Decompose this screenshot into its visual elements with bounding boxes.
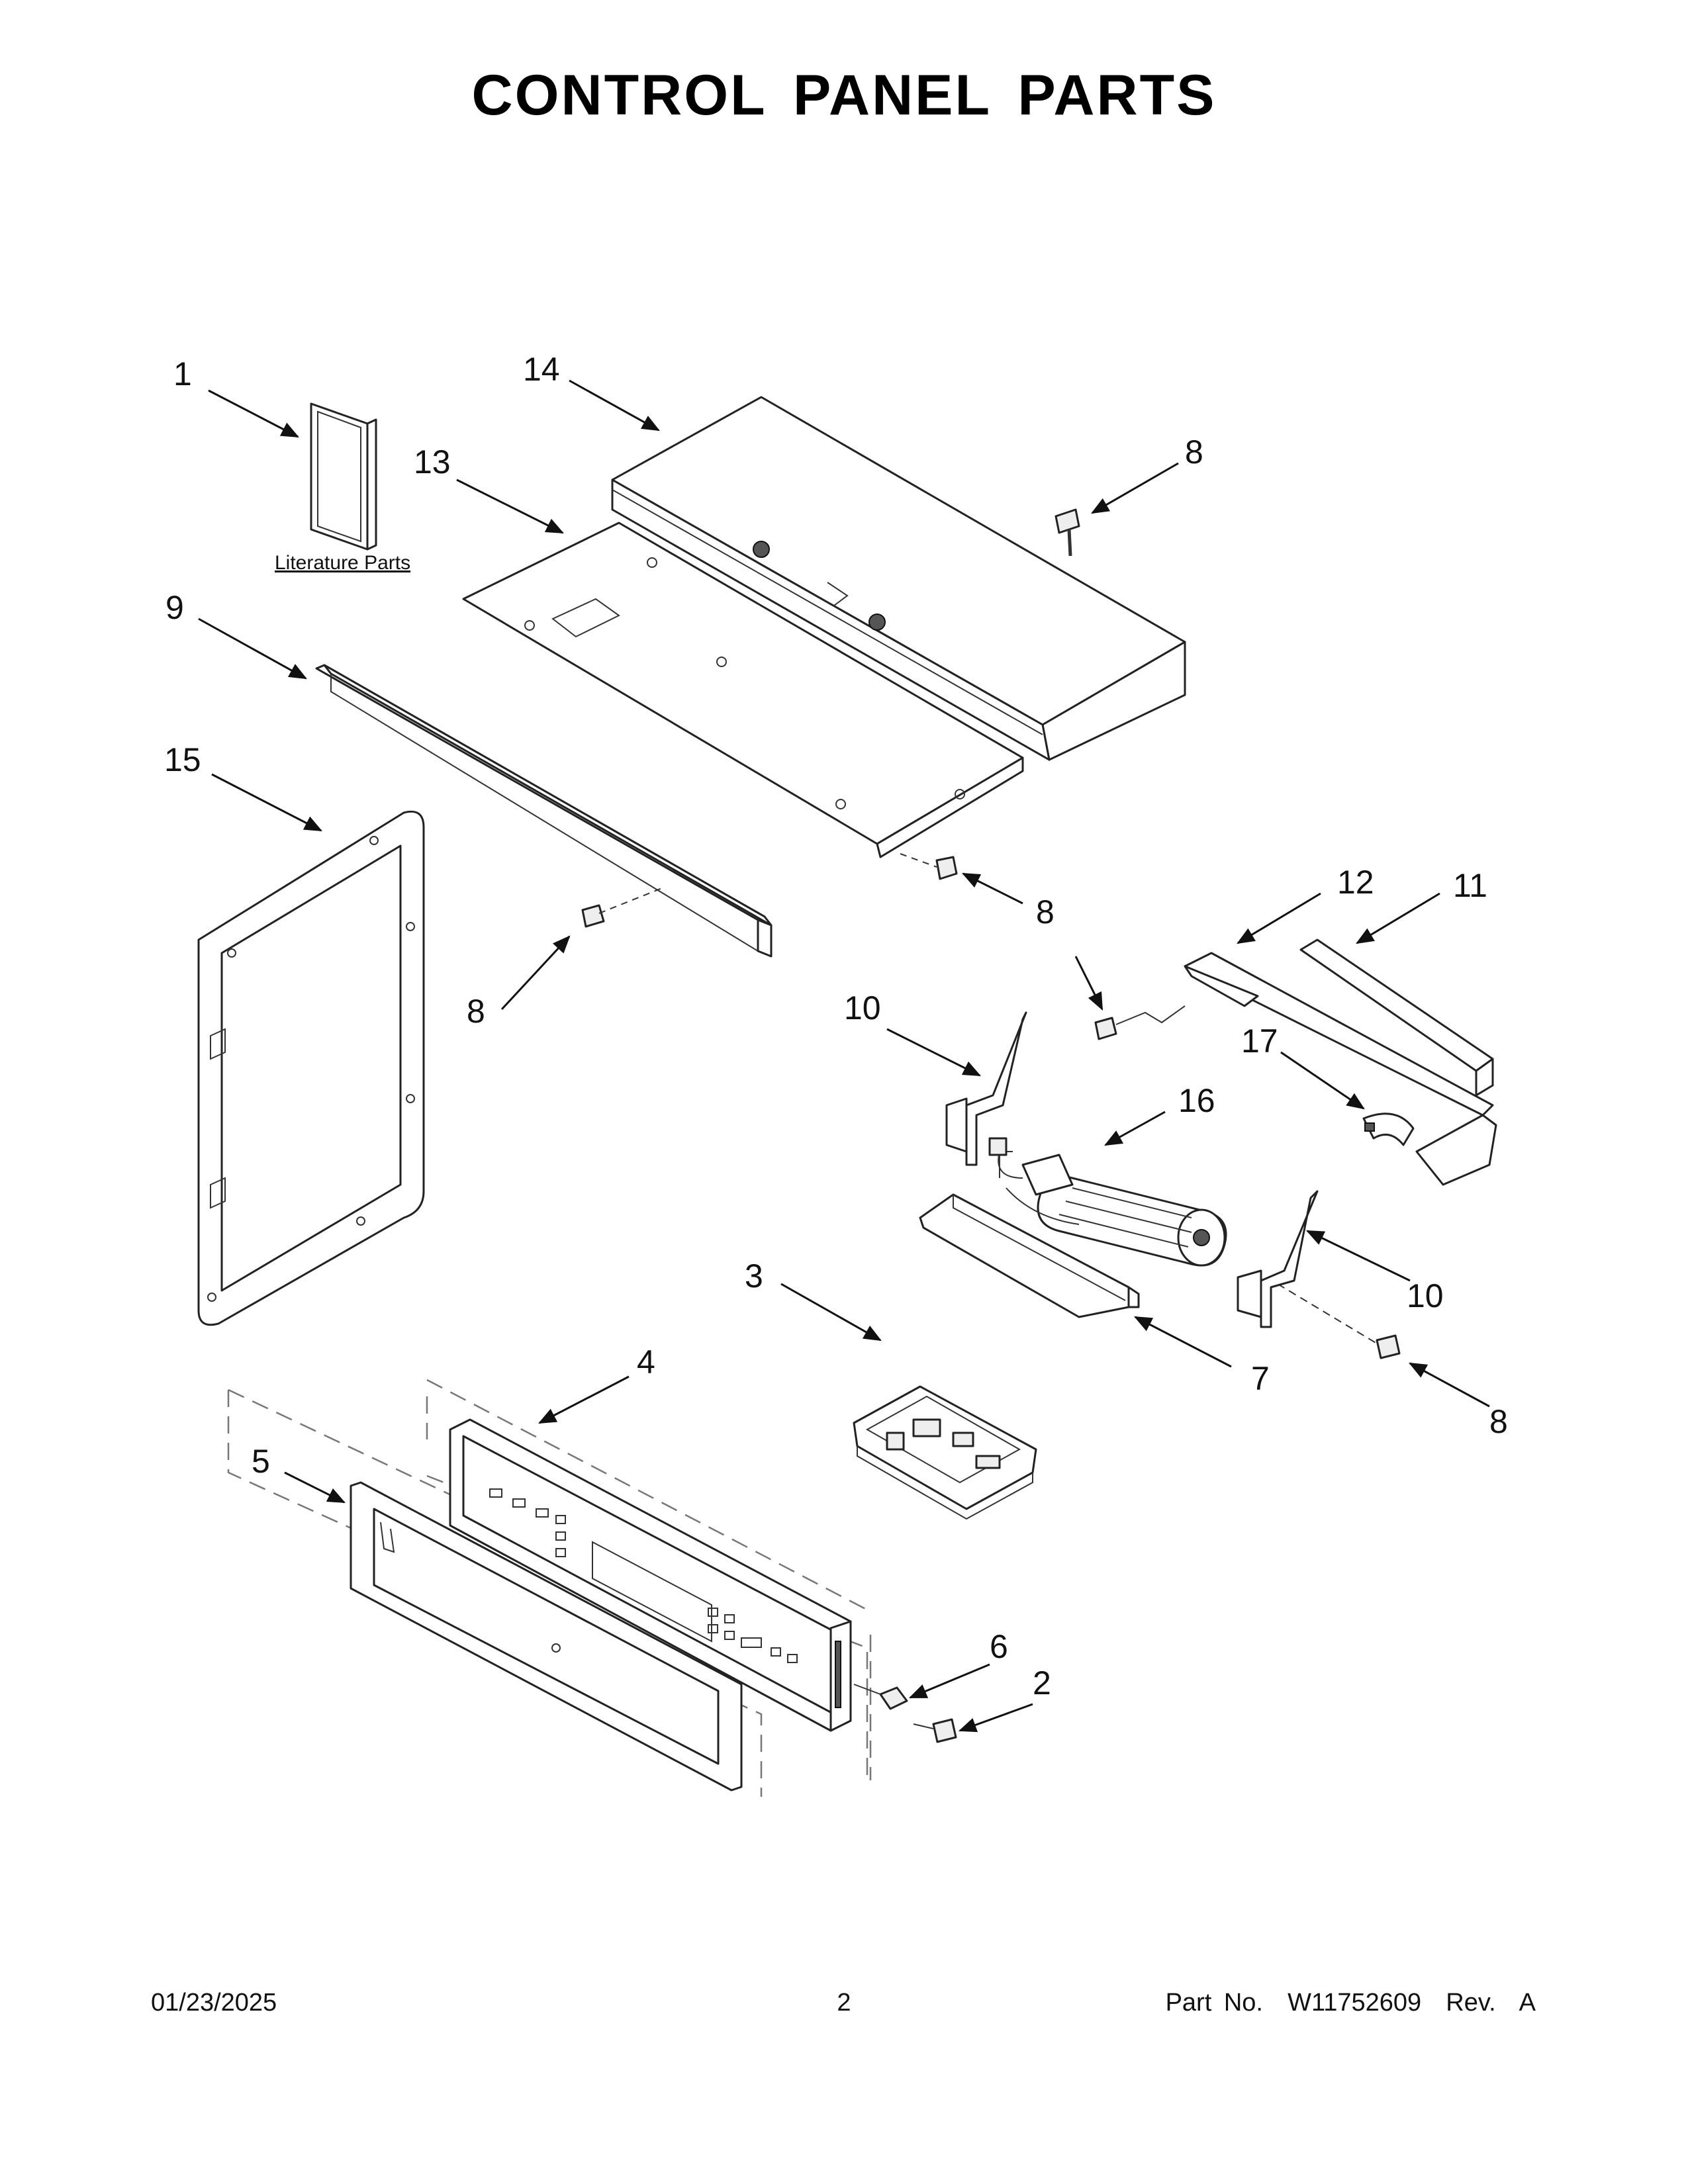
part-9-channel-bracket[interactable] (315, 664, 773, 958)
callout-6: 6 (990, 1628, 1008, 1665)
part-7-support-bracket[interactable] (919, 1193, 1140, 1318)
callout-8-right: 8 (1489, 1403, 1508, 1440)
outline-5 (227, 1390, 763, 1797)
screw-8-channel[interactable] (581, 886, 666, 928)
callout-14: 14 (523, 351, 560, 388)
screw-8-right[interactable] (1277, 1283, 1401, 1359)
callout-10-left: 10 (844, 989, 881, 1026)
callout-9: 9 (165, 589, 184, 626)
callout-15: 15 (164, 741, 201, 778)
part-5-trim-frame[interactable] (350, 1481, 743, 1792)
callout-8-channel: 8 (467, 993, 485, 1030)
outline-4-left (426, 1396, 868, 1780)
part-10-bracket-left[interactable] (945, 1011, 1027, 1166)
part-17-clip[interactable] (1362, 1113, 1415, 1146)
callout-8-plate: 8 (1036, 893, 1055, 931)
callout-10-right: 10 (1407, 1277, 1444, 1314)
callout-2: 2 (1033, 1664, 1051, 1702)
callout-7: 7 (1251, 1360, 1270, 1397)
callout-1: 1 (173, 355, 192, 392)
screw-8-bracket[interactable] (1094, 1005, 1186, 1040)
page-title: CONTROL PANEL PARTS (471, 64, 1217, 127)
screw-8-under-plate[interactable] (900, 853, 958, 880)
part-13-control-base-plate[interactable] (462, 522, 1024, 858)
part-4-control-panel-face[interactable] (449, 1418, 852, 1732)
part-11-foam-strip[interactable] (1299, 938, 1494, 1097)
part-1-literature-booklet[interactable] (310, 402, 377, 551)
callout-12: 12 (1337, 864, 1374, 901)
literature-parts-label: Literature Parts (275, 552, 410, 574)
callout-16: 16 (1178, 1082, 1215, 1119)
callout-13: 13 (414, 443, 451, 480)
callout-8-top: 8 (1185, 433, 1203, 471)
part-14-top-cover[interactable] (611, 396, 1186, 761)
part-6-clip[interactable] (853, 1684, 908, 1710)
callout-17: 17 (1241, 1023, 1278, 1060)
part-10-bracket-right[interactable] (1237, 1190, 1319, 1328)
part-12-mounting-bracket[interactable] (1184, 952, 1497, 1186)
footer-part-number: Part No. W11752609 Rev. A (1165, 1989, 1536, 2017)
screw-2[interactable] (913, 1718, 957, 1743)
callout-5: 5 (252, 1443, 270, 1480)
part-16-blower-fan[interactable] (988, 1137, 1227, 1267)
part-3-control-board[interactable] (853, 1385, 1037, 1520)
outline-4-top (426, 1379, 872, 1780)
part-15-gasket-frame[interactable] (197, 810, 425, 1326)
screw-8-top[interactable] (1055, 508, 1080, 557)
callout-4: 4 (637, 1343, 655, 1381)
footer-date: 01/23/2025 (151, 1989, 277, 2017)
footer-page-number: 2 (837, 1989, 851, 2017)
callout-3: 3 (745, 1257, 763, 1295)
callout-11: 11 (1453, 867, 1487, 904)
